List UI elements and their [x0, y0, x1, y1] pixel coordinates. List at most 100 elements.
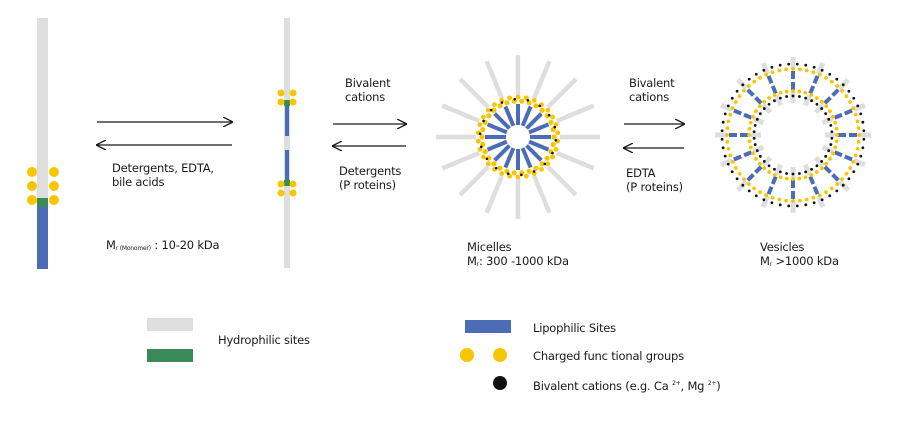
micelle-cation [506, 172, 510, 176]
split-hydrophilic-segment [284, 18, 290, 268]
vesicle-charged-inner [803, 175, 808, 180]
vesicle-lipophilic-core [833, 108, 853, 120]
vesicle-cation-inner [820, 107, 824, 110]
micelles-label: Micelles Mr: 300 -1000 kDa [467, 240, 569, 272]
vesicle-cation-outer [812, 201, 816, 205]
vesicle-cation-inner [778, 170, 782, 174]
vesicle-hydrophilic-inner [813, 155, 826, 168]
vesicles-label: Vesicles Mr >1000 kDa [760, 240, 839, 272]
vesicle-charged-outer [797, 198, 802, 203]
vesicle-charged-outer [848, 166, 853, 170]
micelle-charged-group [477, 122, 483, 128]
vesicle-cation-outer [820, 68, 824, 72]
vesicle-charged-inner [784, 176, 789, 181]
micelle-lipophilic-spoke [528, 139, 550, 152]
micelle-charged-group [553, 122, 559, 128]
vesicle-charged-inner [767, 170, 772, 174]
micelle-charged-group [479, 134, 485, 140]
vesicle-charged-outer [764, 193, 769, 198]
micelle-lipophilic-spoke [493, 112, 511, 130]
vesicle-hydrophilic-inner [752, 116, 765, 126]
vesicle-charged-inner [747, 126, 752, 131]
vesicle-hydrophilic-inner [821, 116, 834, 126]
monomer-hydrophilic-segment [37, 18, 48, 200]
vesicle-charged-outer [855, 146, 860, 151]
legend-lipophilic-swatch [465, 320, 511, 333]
vesicle-cation-inner [830, 130, 834, 134]
micelle-charged-group [539, 161, 545, 167]
vesicle-cation-inner [798, 95, 801, 98]
micelle-lipophilic-spoke [486, 122, 508, 135]
vesicle-charged-inner [819, 166, 824, 171]
micelle-hydrophilic-spoke [555, 103, 595, 124]
vesicle-charged-outer [853, 112, 858, 117]
vesicle-cation-inner [827, 117, 831, 121]
micelle-cation [532, 170, 536, 173]
micelle-charged-group [545, 161, 551, 167]
vesicle-cation-outer [856, 104, 860, 108]
vesicle-charged-outer [784, 198, 789, 203]
vesicle-cation-outer [735, 177, 739, 181]
vesicle-charged-inner [751, 151, 755, 156]
vesicle-cation-outer [787, 62, 791, 66]
micelle-cation [494, 166, 498, 170]
micelle-lipophilic-spoke [528, 122, 550, 135]
legend-cations-end: ) [716, 379, 721, 393]
micelle-cation [547, 113, 551, 117]
vesicle-cation-outer [770, 65, 774, 69]
vesicle-charged-outer [770, 70, 775, 75]
micelle-charged-group [475, 138, 481, 144]
micelles-mr-subscript: r [476, 261, 480, 268]
vesicle-cation-outer [741, 83, 745, 87]
vesicle-charged-inner [797, 176, 802, 181]
micelle-charged-group [545, 107, 551, 113]
vesicle-charged-outer [730, 106, 735, 111]
vesicle-charged-outer [752, 186, 757, 191]
legend-cations-text: Bivalent cations (e.g. Ca [533, 379, 673, 393]
micelle-charged-group [551, 134, 557, 140]
vesicle-charged-inner [748, 145, 753, 150]
vesicle-cation-outer [841, 183, 845, 187]
arrow3-reverse-line1: EDTA [626, 166, 656, 180]
vesicle-cation-outer [754, 72, 758, 76]
vesicle-cation-inner [810, 99, 813, 103]
micelle-core [506, 125, 530, 149]
micelle-hydrophilic-spoke [484, 174, 505, 214]
vesicle-hydrophilic-outer [719, 102, 733, 113]
arrow2-reverse-line1: Detergents [339, 164, 402, 178]
micelle-hydrophilic-spoke [458, 77, 490, 109]
vesicle-hydrophilic-inner [813, 102, 826, 115]
micelles-mr-value: : 300 -1000 kDa [479, 254, 569, 268]
vesicle-lipophilic-core [746, 165, 763, 182]
vesicle-cation-inner [824, 112, 828, 116]
vesicle-charged-outer [784, 67, 789, 72]
vesicle-charged-outer [829, 186, 834, 191]
micelle-cation [513, 97, 516, 101]
vesicle-charged-outer [811, 70, 816, 75]
vesicle-cation-outer [721, 120, 725, 124]
vesicle-charged-outer [777, 68, 782, 73]
arrow3-forward-line1: Bivalent [629, 76, 675, 90]
arrow2-forward-label: Bivalent cations [345, 76, 391, 104]
micelle-cation [543, 162, 547, 166]
vesicle-charged-inner [809, 173, 814, 177]
vesicles-mr-value: >1000 kDa [772, 254, 839, 268]
vesicle-hydrophilic-outer [815, 195, 826, 209]
arrow3-forward-line2: cations [629, 90, 669, 104]
legend-charged-label: Charged func tional groups [533, 349, 684, 363]
vesicle-cation-outer [841, 83, 845, 87]
vesicle-cation-inner [820, 160, 824, 163]
micelle-charged-group [526, 168, 532, 174]
vesicle-charged-outer [746, 182, 751, 186]
vesicle-cation-inner [773, 99, 776, 103]
micelle-lipophilic-spoke [493, 144, 511, 162]
vesicle-charged-outer [791, 67, 795, 71]
micelle-lipophilic-spoke [486, 139, 508, 152]
vesicle-hydrophilic-inner [821, 144, 834, 154]
micelle-charged-group [550, 114, 556, 120]
micelle-cation [500, 101, 504, 104]
vesicle-charged-outer [797, 67, 802, 72]
vesicle-charged-inner [762, 166, 767, 171]
vesicle-cation-outer [735, 89, 739, 93]
vesicle-charged-inner [834, 126, 839, 131]
